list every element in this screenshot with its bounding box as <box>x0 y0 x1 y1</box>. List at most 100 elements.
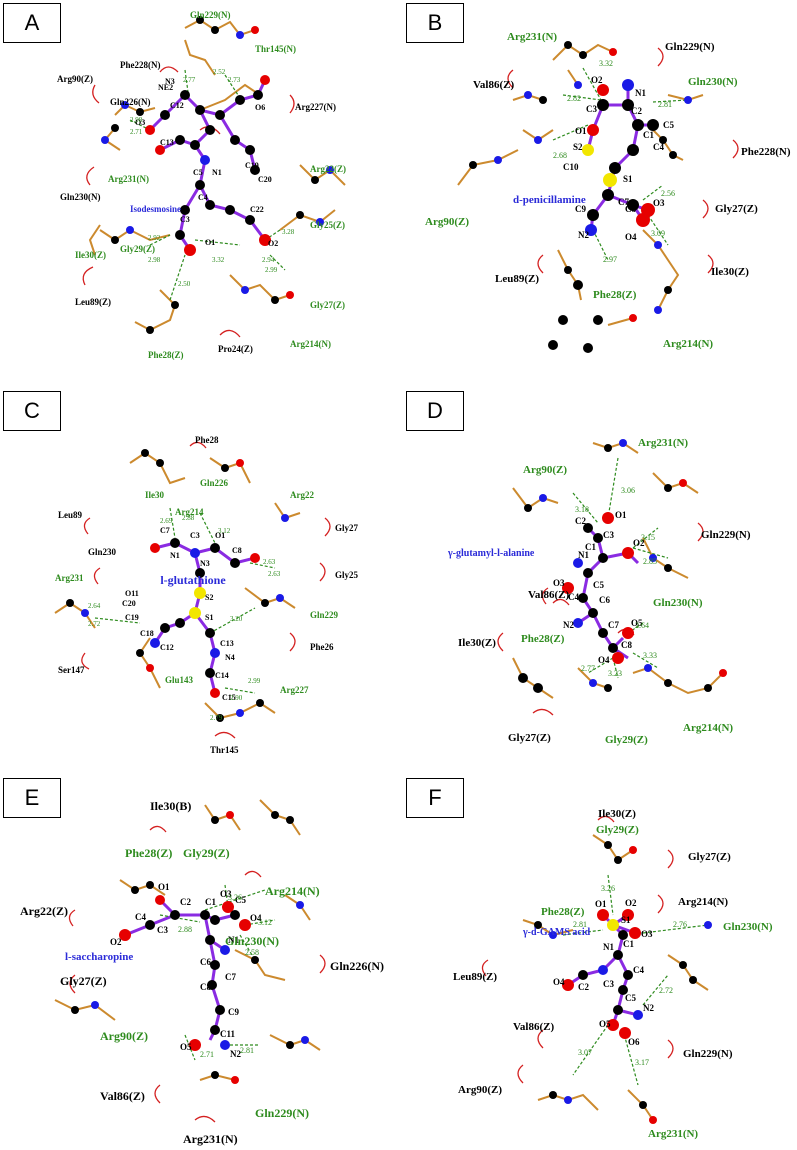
svg-text:2.72: 2.72 <box>88 620 101 628</box>
svg-text:C6: C6 <box>200 957 211 967</box>
svg-text:Gly27(Z): Gly27(Z) <box>508 732 551 744</box>
svg-text:Gln229(N): Gln229(N) <box>701 529 751 541</box>
svg-text:Gln230(N): Gln230(N) <box>653 597 703 609</box>
svg-text:O3: O3 <box>653 198 665 208</box>
svg-text:S2: S2 <box>205 593 213 602</box>
svg-text:Gln230(N): Gln230(N) <box>225 934 279 948</box>
svg-text:O3: O3 <box>220 889 232 899</box>
svg-text:3.12: 3.12 <box>258 918 272 927</box>
svg-text:C8: C8 <box>625 204 636 214</box>
svg-text:Val86(Z): Val86(Z) <box>513 1021 554 1033</box>
svg-text:C2: C2 <box>578 982 589 992</box>
panel-f-diagram: O1 O2 S1 O3 N1 C1 O4 C2 C3 C4 C5 N2 O5 O… <box>453 808 773 1140</box>
svg-text:N2: N2 <box>643 1003 654 1013</box>
panel-c-diagram: N1 N3 S2 S1 C12 C13 N4 C14 C15 C18 C19 C… <box>54 435 359 755</box>
svg-text:C2: C2 <box>180 897 191 907</box>
svg-text:2.99: 2.99 <box>265 266 278 274</box>
panel-d-label: D <box>406 391 464 431</box>
svg-text:2.72: 2.72 <box>659 986 673 995</box>
svg-text:O3: O3 <box>553 578 565 588</box>
svg-text:C9: C9 <box>228 1007 239 1017</box>
svg-text:Ile30(Z): Ile30(Z) <box>75 250 106 260</box>
svg-text:N2: N2 <box>563 620 574 630</box>
svg-text:C3: C3 <box>157 925 168 935</box>
svg-text:N1: N1 <box>170 551 180 560</box>
svg-text:Gln229(N): Gln229(N) <box>190 10 231 20</box>
svg-text:2.81: 2.81 <box>240 1046 254 1055</box>
svg-text:3.06: 3.06 <box>621 486 635 495</box>
svg-text:3.09: 3.09 <box>651 229 665 238</box>
svg-text:Gln230: Gln230 <box>88 547 117 557</box>
svg-text:C2: C2 <box>631 106 642 116</box>
svg-text:3.07: 3.07 <box>578 1048 592 1057</box>
svg-text:O3: O3 <box>135 118 145 127</box>
svg-text:2.76: 2.76 <box>673 920 687 929</box>
svg-text:C1: C1 <box>205 897 216 907</box>
svg-text:2.98: 2.98 <box>130 116 143 124</box>
svg-text:O4: O4 <box>250 913 262 923</box>
svg-text:Phe228(N): Phe228(N) <box>120 60 161 70</box>
svg-text:Phe28(Z): Phe28(Z) <box>593 289 637 301</box>
svg-text:2.97: 2.97 <box>603 255 617 264</box>
svg-text:Isodesmosine: Isodesmosine <box>130 204 181 214</box>
svg-text:2.90: 2.90 <box>230 694 243 702</box>
svg-text:3.32: 3.32 <box>599 59 613 68</box>
svg-text:Gln230(N): Gln230(N) <box>60 192 101 202</box>
panel-f: O1 O2 S1 O3 N1 C1 O4 C2 C3 C4 C5 N2 O5 O… <box>403 775 793 1150</box>
svg-text:Arg231(N): Arg231(N) <box>648 1128 698 1140</box>
svg-text:3.20: 3.20 <box>230 615 243 623</box>
svg-text:2.64: 2.64 <box>635 621 649 630</box>
svg-text:Arg22(Z): Arg22(Z) <box>310 164 346 174</box>
svg-text:Arg90(Z): Arg90(Z) <box>57 74 93 84</box>
svg-text:C1: C1 <box>623 939 634 949</box>
svg-text:Phe28(Z): Phe28(Z) <box>541 906 585 918</box>
svg-text:Ile30: Ile30 <box>145 490 164 500</box>
svg-text:Gln230(N): Gln230(N) <box>723 921 773 933</box>
svg-text:O1: O1 <box>158 882 170 892</box>
svg-text:2.52: 2.52 <box>213 68 226 76</box>
svg-text:C1: C1 <box>643 130 654 140</box>
svg-text:N1: N1 <box>578 550 589 560</box>
svg-text:Gly27(Z): Gly27(Z) <box>688 851 731 863</box>
svg-text:Arg231(N): Arg231(N) <box>507 31 557 43</box>
svg-text:C2: C2 <box>575 516 586 526</box>
svg-text:Phe26: Phe26 <box>310 642 334 652</box>
svg-text:2.85: 2.85 <box>643 557 657 566</box>
svg-text:Gly29(Z): Gly29(Z) <box>605 734 648 746</box>
svg-text:O5: O5 <box>180 1042 192 1052</box>
svg-text:Gln226(N): Gln226(N) <box>330 959 384 973</box>
svg-text:3.26: 3.26 <box>228 893 242 902</box>
svg-text:2.77: 2.77 <box>581 664 595 673</box>
svg-text:3.15: 3.15 <box>641 533 655 542</box>
svg-text:3.33: 3.33 <box>643 651 657 660</box>
svg-text:2.71: 2.71 <box>200 1050 214 1059</box>
svg-text:N3: N3 <box>200 559 210 568</box>
svg-text:C20: C20 <box>122 599 136 608</box>
svg-text:O1: O1 <box>215 531 225 540</box>
svg-text:2.88: 2.88 <box>182 514 195 522</box>
svg-text:O2: O2 <box>633 538 645 548</box>
panel-a-label: A <box>3 3 61 43</box>
svg-text:Pro24(Z): Pro24(Z) <box>218 344 253 354</box>
svg-text:Arg90(Z): Arg90(Z) <box>100 1029 148 1043</box>
svg-text:S1: S1 <box>205 613 213 622</box>
svg-text:2.82: 2.82 <box>567 94 581 103</box>
svg-text:S1: S1 <box>623 174 633 184</box>
svg-text:C4: C4 <box>568 592 579 602</box>
svg-text:O5: O5 <box>599 1019 611 1029</box>
svg-text:Arg22: Arg22 <box>290 490 314 500</box>
panel-e-diagram: O1 C2 C1 C5 O3 O4 C4 C3 O2 N1 C6 C7 C8 C… <box>20 799 384 1146</box>
svg-text:N1: N1 <box>212 168 222 177</box>
svg-text:Gly27: Gly27 <box>335 523 359 533</box>
svg-text:2.73: 2.73 <box>228 76 241 84</box>
svg-text:2.77: 2.77 <box>183 76 196 84</box>
svg-text:Arg227(N): Arg227(N) <box>295 102 336 112</box>
svg-text:C4: C4 <box>198 193 208 202</box>
svg-text:2.79: 2.79 <box>210 714 223 722</box>
svg-text:N2: N2 <box>230 1049 241 1059</box>
svg-text:C3: C3 <box>180 215 190 224</box>
panel-b: O2 C3 C2 N1 O1 C1 C5 C4 S2 S1 C10 C7 C9 … <box>403 0 793 375</box>
svg-text:C7: C7 <box>160 526 170 535</box>
svg-text:Gln230(N): Gln230(N) <box>688 76 738 88</box>
svg-text:2.88: 2.88 <box>178 925 192 934</box>
